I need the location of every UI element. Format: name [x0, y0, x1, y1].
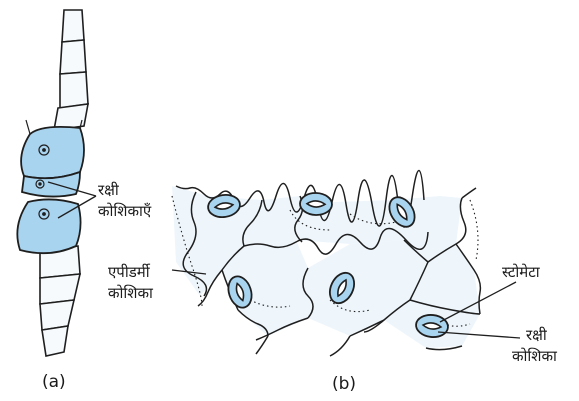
epidermal-cell-label: एपीडर्मी कोशिका — [108, 262, 153, 304]
epidermis-b — [171, 169, 482, 357]
guard-cells-label-b-line2: कोशिका — [512, 347, 557, 365]
stomata-label: स्टोमेटा — [502, 263, 540, 281]
epidermal-cell-label-line1: एपीडर्मी — [108, 263, 150, 281]
guard-cells-label-a-line1: रक्षी — [98, 181, 119, 199]
guard-cells-label-b-line1: रक्षी — [526, 326, 547, 344]
guard-cells-label-b: रक्षी कोशिका — [512, 325, 557, 367]
guard-cells-label-a: रक्षी कोशिकाएँ — [98, 180, 151, 222]
caption-b: (b) — [332, 374, 357, 394]
stoma-2 — [298, 191, 334, 217]
guard-cells-a — [16, 125, 85, 255]
caption-a: (a) — [42, 372, 66, 392]
epidermal-cell-label-line2: कोशिका — [108, 284, 153, 302]
guard-cells-label-a-line2: कोशिकाएँ — [98, 202, 152, 220]
